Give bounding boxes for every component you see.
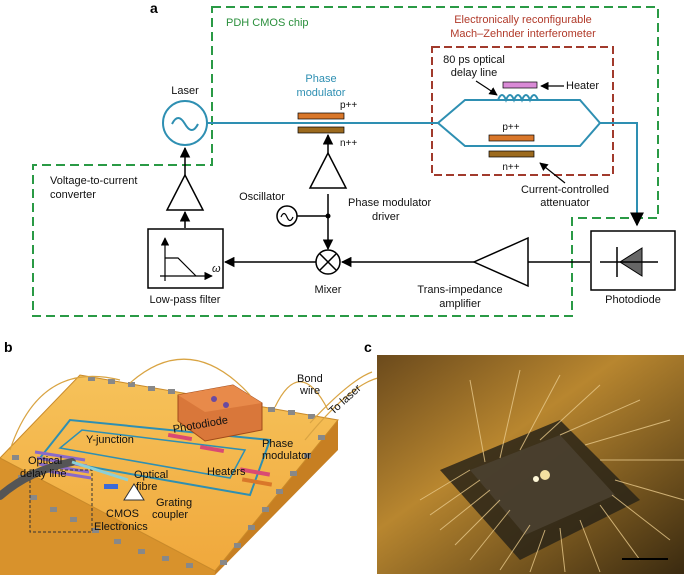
bond-wire-label-line1: Bond bbox=[297, 373, 323, 385]
heater-element bbox=[502, 81, 538, 89]
attenuator-label-line2: attenuator bbox=[540, 197, 590, 209]
optical-fibre-label-line1: Optical bbox=[134, 469, 168, 481]
low-pass-filter-icon bbox=[147, 228, 224, 289]
optical-delay-line-label-line1: Optical bbox=[28, 455, 62, 467]
panel-b-letter: b bbox=[4, 339, 13, 355]
oscillator-icon bbox=[276, 205, 298, 227]
mixer-icon bbox=[315, 249, 341, 275]
mzi-boundary bbox=[431, 46, 614, 176]
phase-mod-chip-label-line2: modulator bbox=[262, 450, 311, 462]
phase-mod-label-line1: Phase bbox=[305, 73, 336, 85]
phase-mod-n-label: n++ bbox=[340, 138, 357, 149]
cmos-label-line2: Electronics bbox=[94, 521, 148, 533]
lpf-label: Low-pass filter bbox=[150, 294, 221, 306]
bond-wire-label-line2: wire bbox=[299, 385, 320, 397]
mzi-label-line1: Electronically reconfigurable bbox=[454, 14, 592, 26]
mzi-n-label: n++ bbox=[502, 162, 519, 173]
mzi-p-label: p++ bbox=[502, 122, 519, 133]
waveguide-to-photodiode bbox=[600, 122, 644, 227]
junction-dot bbox=[325, 213, 331, 219]
attenuator-label-line1: Current-controlled bbox=[521, 184, 609, 196]
mzi-upper-arm bbox=[437, 99, 601, 124]
oscillator-label: Oscillator bbox=[239, 191, 285, 203]
delay-line-label-line2: delay line bbox=[451, 67, 497, 79]
v2c-label-line2: converter bbox=[50, 189, 96, 201]
mixer-label: Mixer bbox=[315, 284, 342, 296]
optical-fibre-label-line2: fibre bbox=[136, 481, 157, 493]
phase-mod-p-label: p++ bbox=[340, 100, 357, 111]
panel-a-letter: a bbox=[150, 0, 158, 16]
pm-driver-label-line1: Phase modulator bbox=[348, 197, 431, 209]
scale-bar bbox=[622, 558, 668, 560]
phase-mod-n-electrode bbox=[297, 126, 345, 134]
laser-label: Laser bbox=[171, 85, 199, 97]
grating-coupler-label-line1: Grating bbox=[156, 497, 192, 509]
pm-driver-icon bbox=[308, 151, 348, 189]
delay-line-arrow bbox=[475, 80, 498, 96]
chip-photograph bbox=[377, 355, 685, 574]
tia-icon bbox=[472, 236, 529, 288]
mzi-label-line2: Mach–Zehnder interferometer bbox=[450, 28, 596, 40]
phase-mod-label-line2: modulator bbox=[297, 87, 346, 99]
grating-coupler-label-line2: coupler bbox=[152, 509, 188, 521]
omega-label: ω bbox=[212, 263, 221, 275]
chip-boundary bbox=[32, 6, 659, 317]
tia-label-line1: Trans-impedance bbox=[417, 284, 502, 296]
attenuator-arrow bbox=[539, 162, 566, 184]
chip-illustration bbox=[0, 358, 379, 575]
phase-mod-p-electrode bbox=[297, 112, 345, 120]
photodiode-icon bbox=[590, 230, 676, 291]
delay-line-coil bbox=[497, 94, 539, 103]
delay-line-label-line1: 80 ps optical bbox=[443, 54, 505, 66]
photodiode-label: Photodiode bbox=[605, 294, 661, 306]
heater-label: Heater bbox=[566, 80, 599, 92]
chip-label: PDH CMOS chip bbox=[226, 17, 309, 29]
v2c-label-line1: Voltage-to-current bbox=[50, 175, 137, 187]
panel-c-letter: c bbox=[364, 339, 372, 355]
laser-icon bbox=[162, 100, 208, 146]
mzi-n-electrode bbox=[488, 150, 535, 158]
phase-mod-chip-label-line1: Phase bbox=[262, 438, 293, 450]
y-junction-label: Y-junction bbox=[86, 434, 134, 446]
cmos-label-line1: CMOS bbox=[106, 508, 139, 520]
optical-delay-line-label-line2: delay line bbox=[20, 468, 66, 480]
heaters-label: Heaters bbox=[207, 466, 246, 478]
mzi-lower-arm bbox=[437, 122, 601, 147]
mzi-p-electrode bbox=[488, 134, 535, 142]
tia-label-line2: amplifier bbox=[439, 298, 481, 310]
pm-driver-label-line2: driver bbox=[372, 211, 400, 223]
v2c-amplifier-icon bbox=[165, 173, 205, 211]
